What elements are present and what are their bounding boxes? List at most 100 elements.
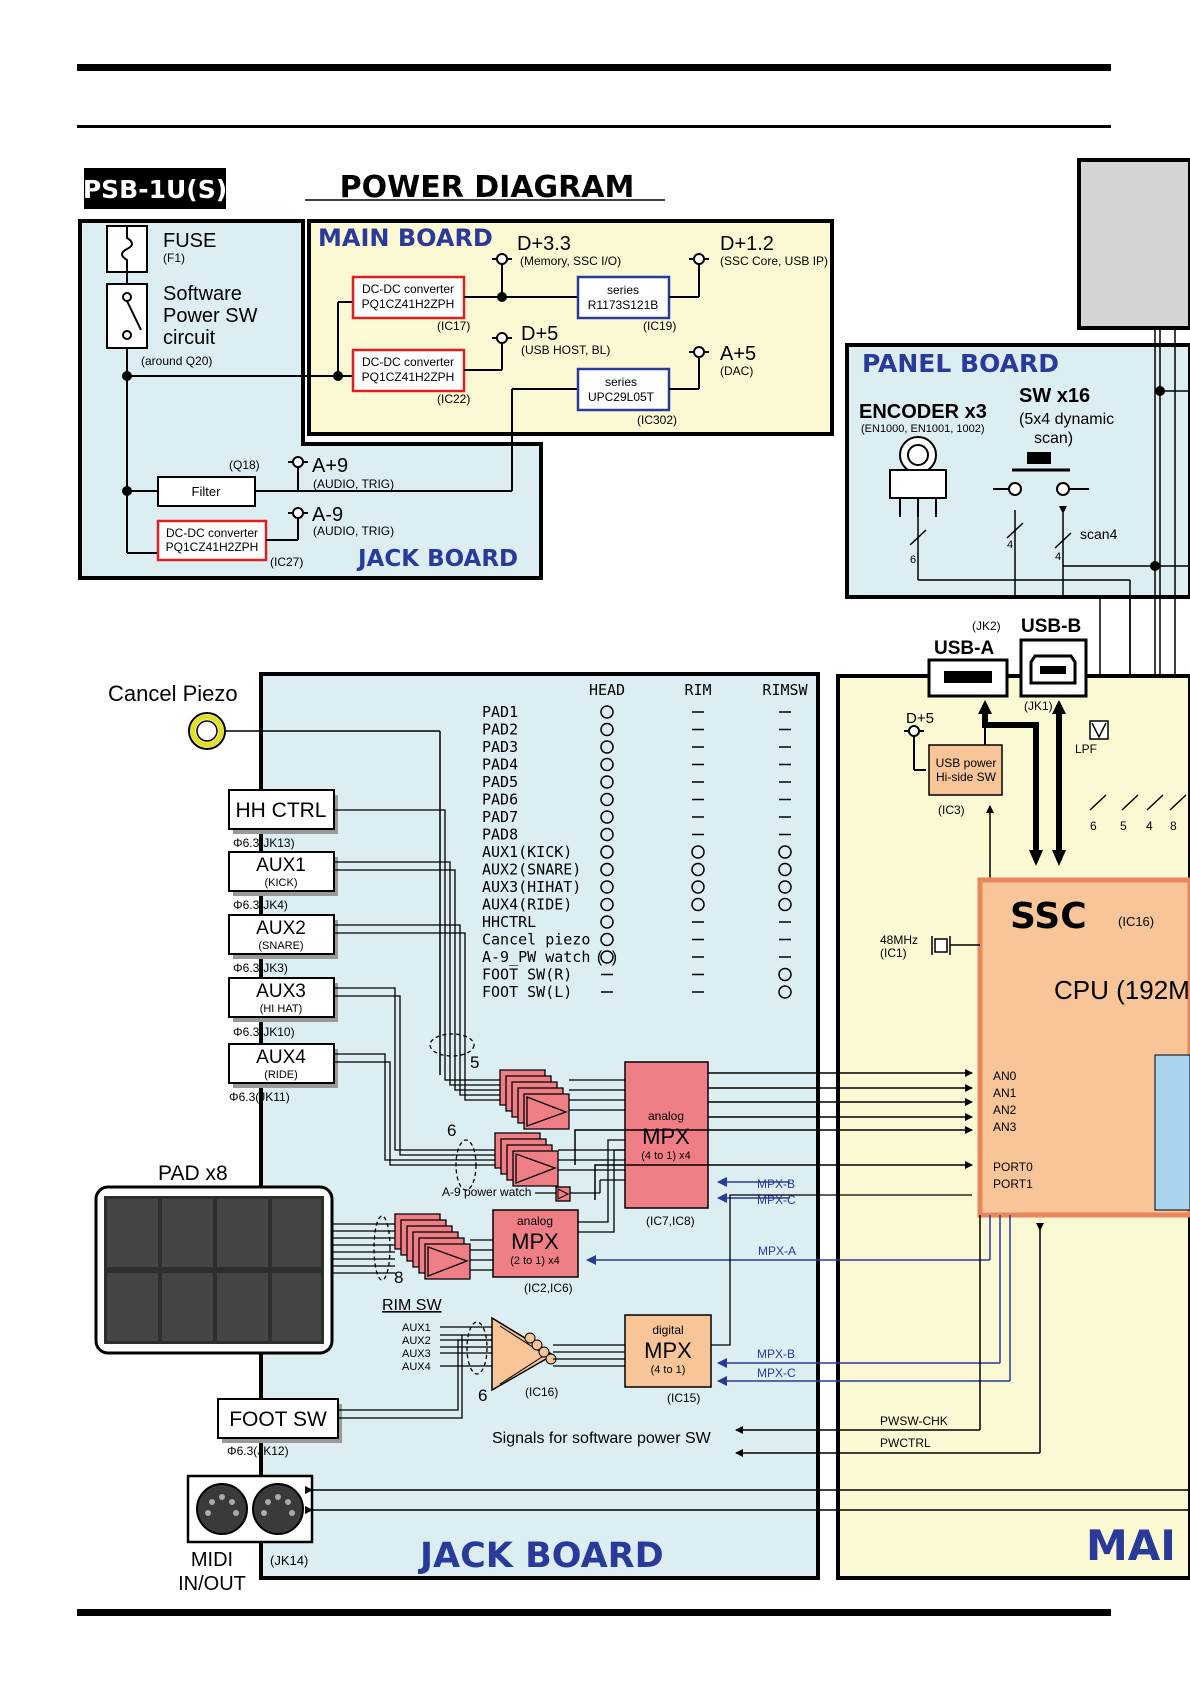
push-switch-icon [993,452,1089,496]
dcdc-ic22-line2: PQ1CZ41H2ZPH [362,370,455,384]
table-row: PAD5 [482,773,791,791]
jack-aux4-label: AUX4 [256,1047,306,1068]
series-ic302-ref: (IC302) [637,413,677,427]
d33-label: D+3.3 [517,233,571,255]
a-minus9-note: (AUDIO, TRIG) [313,524,394,538]
table-mark-on [600,722,614,737]
jack-signal-wires [334,809,500,1166]
bus-5-label: 5 [470,1053,479,1072]
ic16-label: (IC16) [525,1385,558,1399]
top-rule [77,64,1111,71]
usb-bus-6: 6 [1090,819,1097,833]
jack-aux4[interactable]: AUX4 (RIDE) Φ6.3(JK11) [228,1043,338,1104]
main-board-title: MAIN BOARD [318,224,493,252]
d12-note: (SSC Core, USB IP) [720,254,828,268]
mpx-a-label: MPX-A [758,1244,796,1258]
jack-hh-ctrl[interactable]: HH CTRL Φ6.3(JK13) [228,789,338,850]
series-ic19-line2: R1173S121B [588,298,659,312]
amp-stack-2 [494,1132,559,1187]
table-row-name: PAD6 [482,791,518,809]
table-mark-on [691,897,705,912]
foot-sw-label: FOOT SW [229,1408,327,1431]
table-mark-on [600,897,614,912]
table-row-name: PAD2 [482,721,518,739]
mpx2-ratio: (2 to 1) x4 [510,1255,560,1267]
table-row: PAD2 [482,721,791,739]
table-row: A-9_PW watch( ) [482,948,791,966]
table-mark-on [600,757,614,772]
jack-aux3[interactable]: AUX3 (HI HAT) Φ6.3(JK10) [228,977,338,1039]
scan4-label: scan4 [1080,526,1118,542]
table-row-name: AUX2(SNARE) [482,861,581,879]
table-mark-on [691,845,705,859]
table-mark-on [600,705,614,719]
midi-line1: MIDI [191,1549,233,1571]
main-board-power-area [307,219,834,436]
rim-sw-label: RIM SW [382,1297,442,1314]
bus-6-label: 6 [447,1121,456,1140]
table-row-name: HHCTRL [482,913,536,931]
pin-port0: PORT0 [993,1160,1033,1174]
dcdc-ic17 [351,275,466,320]
table-mark-on [600,775,614,789]
table-row-name: FOOT SW(R) [482,966,572,984]
d5-label: D+5 [521,323,558,345]
usb-bus-5: 5 [1120,819,1127,833]
a-plus9-note: (AUDIO, TRIG) [313,477,394,491]
jack-aux3-label: AUX3 [256,981,306,1002]
product-badge [84,168,226,209]
d12-label: D+1.2 [720,233,774,255]
table-mark-on [600,810,614,824]
lpf-symbol [1089,720,1109,740]
usb-d5-label: D+5 [906,710,934,727]
panel-bus-4b: 4 [1055,551,1061,563]
midi-din-icon [196,1483,248,1535]
dcdc-ic27-ref: (IC27) [270,555,303,569]
table-row-name: PAD8 [482,826,518,844]
table-mark-on [600,915,614,929]
filter-label: Filter [192,484,222,499]
table-row-name: PAD5 [482,773,518,791]
mpx2-name: MPX [511,1229,559,1254]
table-row: PAD6 [482,791,791,809]
table-row-name: PAD3 [482,738,518,756]
jack-aux2[interactable]: AUX2 (SNARE) Φ6.3(JK3) [228,914,338,975]
jack-aux1-ref: Φ6.3(JK4) [233,898,288,912]
mpx3-kind: digital [652,1323,683,1337]
mpx1-kind: analog [648,1109,684,1123]
jack-hh-ctrl-ref: Φ6.3(JK13) [233,836,295,850]
pin-an0: AN0 [993,1069,1017,1083]
midi-line2: IN/OUT [178,1573,246,1595]
table-row: AUX4(RIDE) [482,896,792,914]
table-mark-on [600,880,614,894]
sw-ref: (around Q20) [141,354,212,368]
jack-aux4-ref: Φ6.3(JK11) [229,1090,290,1104]
mpx-ic15 [624,1314,712,1388]
jack-hh-ctrl-label: HH CTRL [235,799,326,822]
usb-b-label: USB-B [1021,616,1081,637]
mpx-ic2-ic6 [492,1209,579,1278]
mpx3-b-label: MPX-B [757,1347,795,1361]
mpx3-c-label: MPX-C [757,1366,796,1380]
table-row-name: AUX1(KICK) [482,843,572,861]
bus-8-label: 8 [394,1268,403,1287]
mpx3-ratio: (4 to 1) [651,1364,686,1376]
mpx-ic7-ic8 [624,1061,709,1209]
filter-block [157,476,256,507]
mpx1-ref: (IC7,IC8) [646,1214,695,1228]
table-row: HHCTRL [482,913,791,931]
table-row-name: AUX4(RIDE) [482,896,572,914]
jack-foot-sw[interactable]: FOOT SW Φ6.3(JK12) [217,1398,342,1458]
series-ic19-ref: (IC19) [643,319,676,333]
jack-board-power-title: JACK BOARD [356,546,518,572]
table-mark-on [778,967,792,982]
a9-watch-label: A-9 power watch [442,1185,531,1199]
pad-label: PAD x8 [158,1162,228,1185]
second-rule [77,125,1111,128]
table-row: AUX3(HIHAT) [482,878,792,896]
jack-aux1[interactable]: AUX1 (KICK) Φ6.3(JK4) [228,851,338,912]
rim-aux3: AUX3 [402,1348,431,1360]
jack-aux3-ref: Φ6.3(JK10) [233,1025,295,1039]
rim-aux1: AUX1 [402,1322,431,1334]
sw-note1: (5x4 dynamic [1019,411,1114,428]
